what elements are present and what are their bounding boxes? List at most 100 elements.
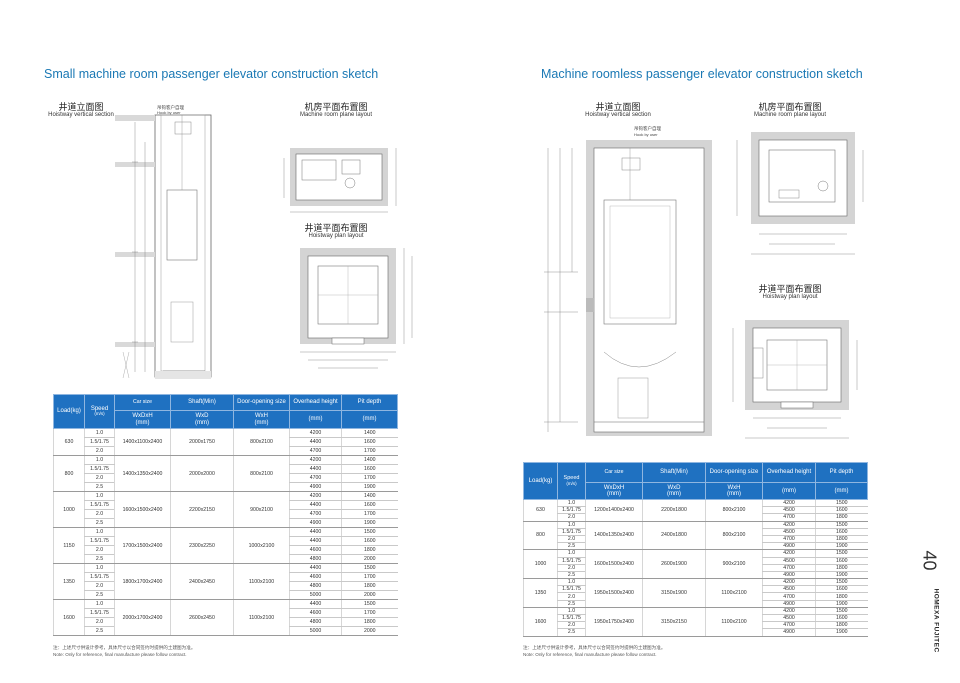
cell-car-size: 1400x1100x2400 — [114, 428, 171, 456]
cell-door: 800x2100 — [705, 499, 763, 522]
cell-overhead: 4700 — [762, 621, 816, 630]
cell-load: 1600 — [523, 607, 558, 637]
cell-door: 1100x2100 — [233, 599, 290, 636]
col-pit-unit: (mm) — [341, 410, 398, 429]
cell-speed: 2.0 — [557, 564, 586, 572]
cell-speed: 1.0 — [557, 499, 586, 508]
cell-shaft: 2200x1800 — [642, 499, 706, 522]
col-shaft: Shaft(Min) — [642, 462, 706, 483]
cell-overhead: 4700 — [289, 473, 342, 483]
col-overhead: Overhead height — [762, 462, 816, 483]
right-hoistway-plan — [732, 320, 858, 439]
cell-overhead: 5000 — [289, 590, 342, 600]
cell-speed: 1.0 — [84, 428, 115, 438]
left-hoistway-vertical-section: 吊钩客户自理 Hook by user — [115, 104, 212, 379]
cell-speed: 1.5/1.75 — [84, 500, 115, 510]
cell-speed: 2.5 — [84, 554, 115, 564]
cell-speed: 1.5/1.75 — [557, 614, 586, 623]
cell-pit: 1600 — [815, 557, 868, 565]
cell-overhead: 4500 — [762, 614, 816, 623]
cell-door: 1000x2100 — [233, 527, 290, 564]
cell-overhead: 4900 — [762, 571, 816, 580]
cell-pit: 1800 — [815, 621, 868, 630]
cell-car-size: 1400x1350x2400 — [585, 521, 643, 551]
col-door: Door-opening size — [705, 462, 763, 483]
col-overhead-unit: (mm) — [762, 482, 816, 500]
brand-page-marker: 40 HOMEXA FUJITEC — [920, 544, 949, 674]
col-car: Car size — [114, 394, 171, 411]
cell-speed: 2.0 — [84, 617, 115, 627]
cell-pit: 1600 — [341, 464, 398, 474]
cell-shaft: 2300x2250 — [170, 527, 234, 564]
cell-overhead: 4400 — [289, 437, 342, 447]
col-load: Load(kg) — [523, 462, 558, 500]
cell-shaft: 2600x1900 — [642, 549, 706, 580]
cell-overhead: 4500 — [762, 506, 816, 515]
cell-shaft: 3150x1900 — [642, 578, 706, 608]
cell-speed: 1.0 — [557, 578, 586, 587]
cell-overhead: 4600 — [289, 572, 342, 582]
cell-pit: 1800 — [815, 535, 868, 544]
col-pit: Pit depth — [341, 394, 398, 411]
col-speed: Speed(m/s) — [84, 394, 115, 429]
cell-car-size: 1950x1750x2400 — [585, 607, 643, 637]
cell-shaft: 2400x2450 — [170, 563, 234, 600]
cell-overhead: 4900 — [762, 542, 816, 551]
cell-pit: 1600 — [341, 437, 398, 447]
cell-pit: 1600 — [815, 506, 868, 515]
cell-overhead: 4200 — [289, 455, 342, 465]
cell-pit: 2000 — [341, 626, 398, 636]
col-shaft-sub: WxD(mm) — [642, 482, 706, 500]
cell-speed: 1.5/1.75 — [84, 536, 115, 546]
brand-logo: HOMEXA FUJITEC — [932, 588, 940, 653]
cell-load: 1000 — [523, 549, 558, 580]
left-machine-caption: 机房平面布置图 Machine room plane layout — [299, 102, 373, 119]
cell-speed: 2.0 — [557, 513, 586, 522]
cell-speed: 1.5/1.75 — [557, 557, 586, 565]
col-car-sub: WxDxH(mm) — [114, 410, 171, 429]
cell-speed: 1.5/1.75 — [557, 528, 586, 536]
cell-speed: 2.5 — [84, 590, 115, 600]
cell-pit: 1900 — [815, 600, 868, 608]
left-machine-room-plan — [283, 148, 397, 213]
cell-overhead: 4900 — [289, 518, 342, 528]
right-section-caption: 井道立面图 Hoistway vertical section — [585, 102, 651, 119]
cell-speed: 2.5 — [557, 571, 586, 580]
right-spec-table: Load(kg) Speed(m/s) Car size Shaft(Min) … — [523, 462, 868, 637]
cell-pit: 1500 — [341, 563, 398, 573]
svg-text:吊钩客户自理: 吊钩客户自理 — [634, 125, 661, 132]
cell-pit: 1900 — [341, 518, 398, 528]
cell-shaft: 2000x1750 — [170, 428, 234, 456]
cell-load: 1350 — [523, 578, 558, 608]
cell-pit: 1700 — [341, 572, 398, 582]
cell-pit: 1900 — [815, 542, 868, 551]
cell-speed: 2.0 — [84, 446, 115, 456]
cell-pit: 1800 — [815, 513, 868, 522]
cell-speed: 1.0 — [84, 563, 115, 573]
right-plan-caption: 井道平面布置图 Hoistway plan layout — [758, 284, 822, 301]
col-shaft-sub: WxD(mm) — [170, 410, 234, 429]
cell-speed: 1.5/1.75 — [84, 608, 115, 618]
right-machine-caption: 机房平面布置图 Machine room plane layout — [753, 102, 827, 119]
right-footnote: 注：上述尺寸供设计参考，具体尺寸以合同签约时提供的土建图为准。 Note: On… — [523, 645, 666, 657]
cell-overhead: 4700 — [289, 509, 342, 519]
